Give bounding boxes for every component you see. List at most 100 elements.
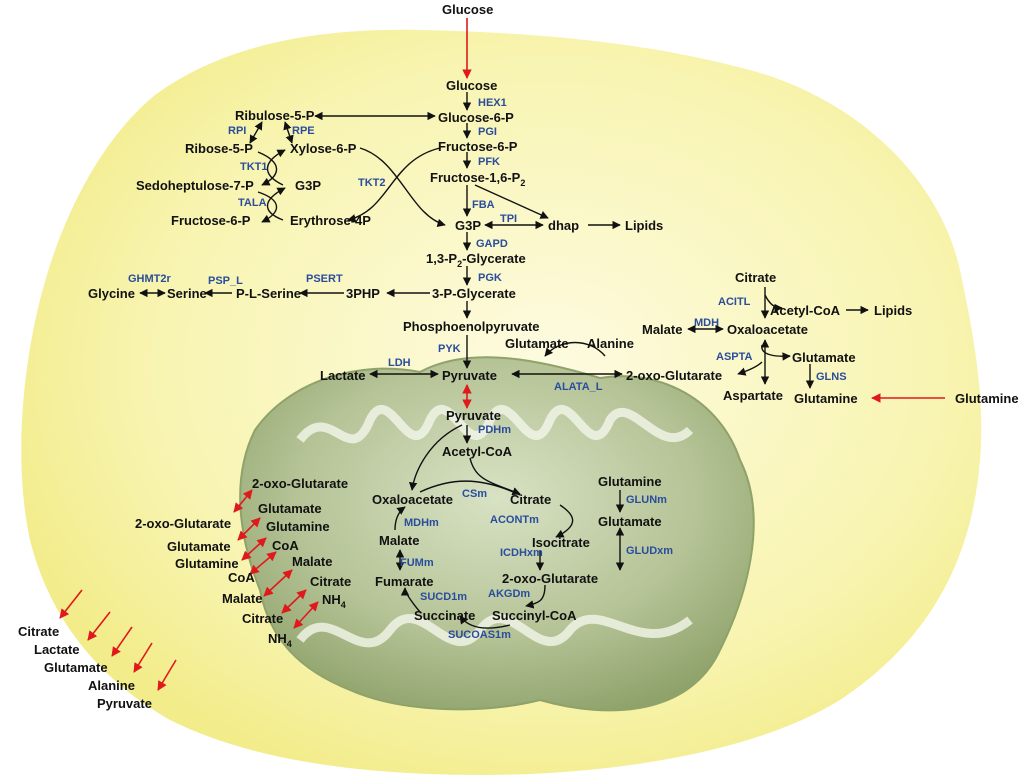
label-citrate-mito: Citrate [510,492,551,507]
label-malate-mito: Malate [379,533,419,548]
transport-arrows [59,18,945,691]
enzyme-alata-l: ALATA_L [554,381,603,393]
label-acetyl-coa-mito: Acetyl-CoA [442,444,513,459]
enzyme-sucd1m: SUCD1m [420,591,467,603]
label-3-p-glycerate: 3-P-Glycerate [432,286,516,301]
label-glycine: Glycine [88,286,135,301]
enzyme-pgk: PGK [478,272,502,284]
label-in-nh4-sub: 4 [341,600,346,610]
label-glutamine-external: Glutamine [955,391,1019,406]
label-in-nh4-main: NH [322,592,341,607]
label-out-malate: Malate [222,591,262,606]
label-in-2-oxo-glutarate: 2-oxo-Glutarate [252,476,348,491]
label-2-oxo-glutarate-cyt: 2-oxo-Glutarate [626,368,722,383]
label-fructose-1-6-p2: Fructose-1,6-P2 [430,170,525,188]
label-secreted-pyruvate: Pyruvate [97,696,152,711]
label-bpg-pre: 1,3-P [426,251,457,266]
enzyme-mdh: MDH [694,317,719,329]
label-glucose-6-p: Glucose-6-P [438,110,514,125]
label-ribulose-5-p: Ribulose-5-P [235,108,315,123]
label-glutamine-mito: Glutamine [598,474,662,489]
label-out-glutamate: Glutamate [167,539,231,554]
enzyme-tkt1: TKT1 [240,161,268,173]
enzyme-pdhm: PDHm [478,424,511,436]
label-malate-cyt: Malate [642,322,682,337]
label-g3p: G3P [455,218,481,233]
enzyme-icdhxm: ICDHxm [500,547,543,559]
label-succinyl-coa-mito: Succinyl-CoA [492,608,577,623]
label-fructose-6-p: Fructose-6-P [438,139,518,154]
label-succinate-mito: Succinate [414,608,475,623]
enzyme-sucoas1m: SUCOAS1m [448,629,511,641]
label-out-nh4-main: NH [268,631,287,646]
enzyme-aspta: ASPTA [716,351,753,363]
label-bpg-sub: 2 [457,259,462,269]
enzyme-glns: GLNS [816,371,847,383]
enzyme-psert: PSERT [306,273,343,285]
label-secreted-citrate: Citrate [18,624,59,639]
label-erythrose-4p: Erythrose-4P [290,213,371,228]
enzyme-fumm: FUMm [400,557,434,569]
enzyme-csm: CSm [462,488,487,500]
enzyme-tala: TALA [238,197,267,209]
label-acetyl-coa-cyt: Acetyl-CoA [770,303,841,318]
enzyme-gludxm: GLUDxm [626,545,673,557]
enzyme-gapd: GAPD [476,238,508,250]
enzyme-psp-l: PSP_L [208,275,243,287]
label-ribose-5-p: Ribose-5-P [185,141,253,156]
label-xylose-6-p: Xylose-6-P [290,141,357,156]
enzyme-acontm: ACONTm [490,514,539,526]
label-glutamate-mito: Glutamate [598,514,662,529]
mitochondrion-cristae [296,405,694,648]
label-glucose: Glucose [446,78,497,93]
label-isocitrate-mito: Isocitrate [532,535,590,550]
enzyme-fba: FBA [472,199,495,211]
enzyme-hex1: HEX1 [478,97,507,109]
label-g3p-ppp: G3P [295,178,321,193]
enzyme-akgdm: AKGDm [488,588,530,600]
label-p-l-serine: P-L-Serine [236,286,301,301]
enzyme-tkt2: TKT2 [358,177,386,189]
label-3php: 3PHP [346,286,380,301]
mitochondrion-body [239,356,755,712]
label-fructose-1-6-p2-main: Fructose-1,6-P [430,170,521,185]
label-secreted-alanine: Alanine [88,678,135,693]
label-bpg-post: -Glycerate [462,251,526,266]
reaction-arrows [139,92,869,629]
label-glucose-external: Glucose [442,2,493,17]
label-glutamate-cyt: Glutamate [792,350,856,365]
label-out-nh4-sub: 4 [287,639,292,649]
label-out-nh4: NH4 [268,631,292,649]
label-in-coa: CoA [272,538,299,553]
label-pyruvate-mito: Pyruvate [446,408,501,423]
label-pyruvate: Pyruvate [442,368,497,383]
label-1-3-p2-glycerate: 1,3-P2-Glycerate [426,251,526,269]
label-out-2-oxo-glutarate: 2-oxo-Glutarate [135,516,231,531]
label-serine: Serine [167,286,207,301]
enzyme-pfk: PFK [478,156,500,168]
label-oxaloacetate-mito: Oxaloacetate [372,492,453,507]
label-in-citrate: Citrate [310,574,351,589]
label-secreted-glutamate: Glutamate [44,660,108,675]
label-citrate-cyt: Citrate [735,270,776,285]
label-lipids-dhap: Lipids [625,218,663,233]
label-out-glutamine: Glutamine [175,556,239,571]
label-in-nh4: NH4 [322,592,346,610]
label-out-coa: CoA [228,570,255,585]
label-alanine: Alanine [587,336,634,351]
label-secreted-lactate: Lactate [34,642,80,657]
label-dhap: dhap [548,218,579,233]
label-2-oxo-glutarate-mito: 2-oxo-Glutarate [502,571,598,586]
label-phosphoenolpyruvate: Phosphoenolpyruvate [403,319,540,334]
label-in-glutamine: Glutamine [266,519,330,534]
label-aspartate: Aspartate [723,388,783,403]
label-lactate: Lactate [320,368,366,383]
label-in-malate: Malate [292,554,332,569]
label-sedoheptulose-7-p: Sedoheptulose-7-P [136,178,254,193]
enzyme-pgi: PGI [478,126,497,138]
enzyme-mdhm: MDHm [404,517,439,529]
label-out-citrate: Citrate [242,611,283,626]
enzyme-ldh: LDH [388,357,411,369]
label-fructose-6-p-ppp: Fructose-6-P [171,213,251,228]
